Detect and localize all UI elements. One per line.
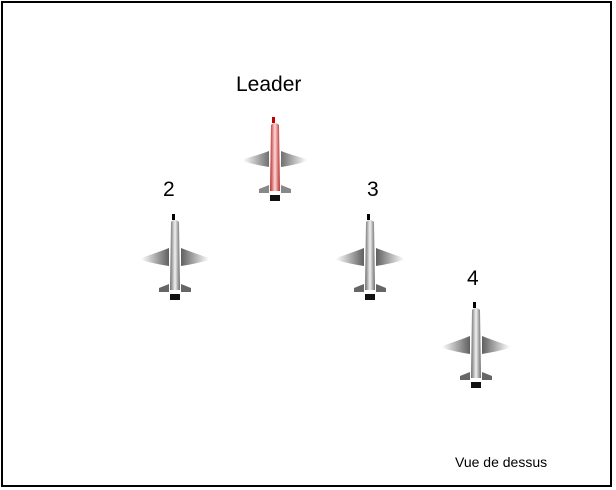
view-caption: Vue de dessus: [455, 454, 548, 470]
jet-aircraft-icon: [243, 117, 307, 201]
aircraft-label-3: 3: [367, 178, 379, 201]
aircraft-label-leader: Leader: [236, 73, 302, 96]
aircraft-label-4: 4: [467, 267, 479, 290]
jet-aircraft-icon: [336, 214, 404, 300]
aircraft-label-2: 2: [163, 178, 175, 201]
jet-aircraft-icon: [141, 214, 209, 300]
jet-aircraft-icon: [442, 302, 510, 388]
